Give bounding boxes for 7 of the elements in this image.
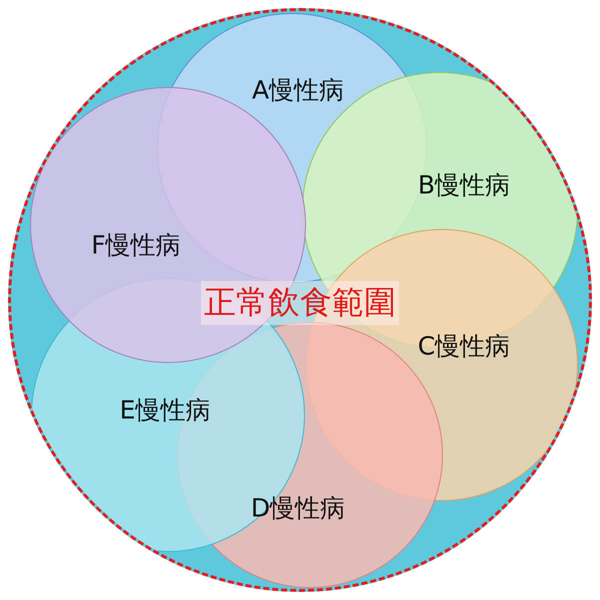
center-label: 正常飲食範圍 [201,281,399,325]
circle-label: D慢性病 [250,492,346,524]
circle-label: B慢性病 [418,170,510,202]
circle-label: A慢性病 [252,74,344,106]
circle-label: E慢性病 [120,394,210,426]
circle-label: F慢性病 [91,230,181,262]
circle-label: C慢性病 [418,330,510,362]
